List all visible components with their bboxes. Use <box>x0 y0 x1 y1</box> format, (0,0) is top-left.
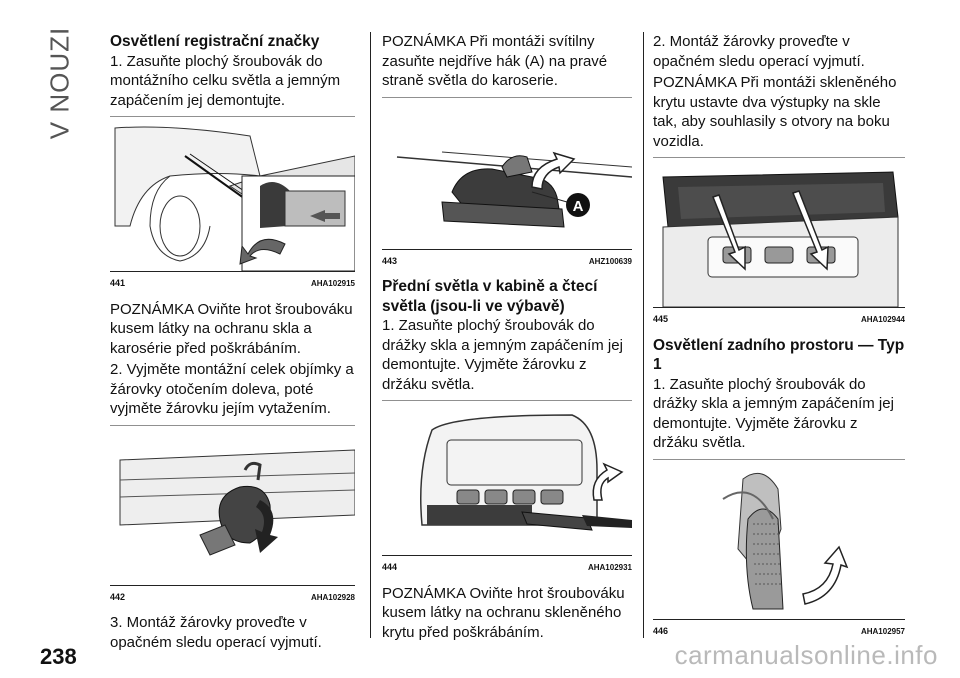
figure-445-illustration <box>653 157 905 307</box>
note-text-3: POZNÁMKA Oviňte hrot šroubováku kusem lá… <box>382 584 625 641</box>
figure-444-code: AHA102931 <box>587 563 632 572</box>
figure-445-code: AHA102944 <box>860 315 905 324</box>
figure-443-illustration: A <box>382 96 632 228</box>
figure-443-callout-A: A <box>573 198 584 215</box>
page-number: 238 <box>40 644 77 669</box>
watermark: carmanualsonline.info <box>674 640 938 670</box>
figure-443-number: 443 <box>382 255 398 266</box>
figure-443: A 443 AHZ100639 <box>382 96 632 272</box>
figure-442-illustration <box>110 424 355 556</box>
figure-446-illustration <box>653 458 905 609</box>
note-text-4: POZNÁMKA Při montáži skleněného krytu us… <box>653 74 897 150</box>
figure-443-code: AHZ100639 <box>588 256 632 266</box>
step-1-text: 1. Zasuňte plochý šroubovák do montážníh… <box>110 52 341 109</box>
figure-443-caption: 443 AHZ100639 <box>382 248 632 272</box>
figure-446: 446 AHA102957 <box>653 458 905 642</box>
figure-444-number: 444 <box>382 562 398 572</box>
step-3-text: 3. Montáž žárovky proveďte v opačném sle… <box>110 614 322 651</box>
column-divider-2 <box>643 32 644 638</box>
column-3: 2. Montáž žárovky proveďte v opačném sle… <box>653 32 905 647</box>
figure-446-number: 446 <box>653 625 669 636</box>
figure-444-illustration <box>382 400 632 531</box>
figure-446-caption: 446 AHA102957 <box>653 618 905 642</box>
figure-442-code: AHA102928 <box>310 592 355 602</box>
step-2-text: 2. Vyjměte montážní celek objímky a žáro… <box>110 361 354 417</box>
figure-441-caption: 441 AHA102915 <box>110 271 355 294</box>
figure-442-caption: 442 AHA102928 <box>110 584 355 608</box>
step-2-cabin-text: 2. Montáž žárovky proveďte v opačném sle… <box>653 33 865 70</box>
section-title-rear-light: Osvětlení zadního prostoru — Typ 1 <box>653 336 905 374</box>
section-title-license-plate-light: Osvětlení registrační značky <box>110 33 320 50</box>
column-divider-1 <box>370 32 371 638</box>
figure-441-illustration <box>110 116 355 271</box>
section-title-cabin-lights: Přední světla v kabině a čtecí světla (j… <box>382 278 598 315</box>
figure-445-number: 445 <box>653 314 669 324</box>
figure-445: 445 AHA102944 <box>653 157 905 330</box>
figure-444: 444 AHA102931 <box>382 400 632 578</box>
figure-445-caption: 445 AHA102944 <box>653 307 905 330</box>
figure-441-code: AHA102915 <box>310 279 355 288</box>
figure-446-code: AHA102957 <box>860 626 905 636</box>
step-1-rear-text: 1. Zasuňte plochý šroubovák do drážky sk… <box>653 375 894 452</box>
figure-444-caption: 444 AHA102931 <box>382 555 632 578</box>
figure-442: 442 AHA102928 <box>110 424 355 608</box>
section-tab-label: V NOUZI <box>44 26 75 140</box>
figure-442-number: 442 <box>110 591 126 602</box>
column-1: Osvětlení registrační značky 1. Zasuňte … <box>110 32 355 654</box>
figure-441-number: 441 <box>110 278 126 288</box>
note-text-1: POZNÁMKA Oviňte hrot šroubováku kusem lá… <box>110 300 353 357</box>
note-text-2: POZNÁMKA Při montáži svítilny zasuňte ne… <box>382 33 608 89</box>
column-2: POZNÁMKA Při montáži svítilny zasuňte ne… <box>382 32 632 644</box>
step-1-cabin-text: 1. Zasuňte plochý šroubovák do drážky sk… <box>382 317 623 393</box>
section-tab: V NOUZI <box>40 27 80 139</box>
figure-441: 441 AHA102915 <box>110 116 355 294</box>
